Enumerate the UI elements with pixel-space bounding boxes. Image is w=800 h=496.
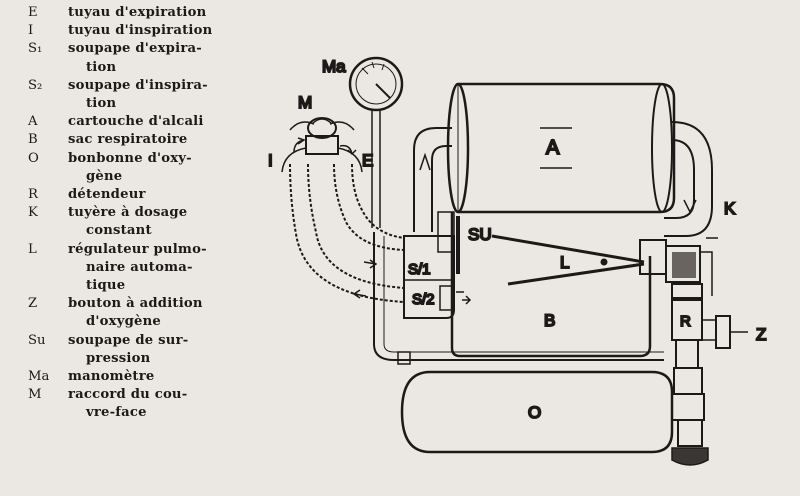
manometer: [348, 56, 664, 365]
legend-line: soupape d'expira-: [68, 41, 202, 57]
mask-connector: [281, 117, 363, 173]
legend-key: L: [28, 241, 37, 257]
legend-description: sac respiratoire: [68, 131, 260, 149]
legend-description: cartouche d'alcali: [68, 113, 260, 131]
legend-line: raccord du cou-: [68, 387, 188, 403]
legend-item: Ma manomètre: [28, 368, 260, 386]
legend-key: B: [28, 132, 38, 148]
label-SU: SU: [468, 225, 492, 244]
legend-description: soupape d'inspira-tion: [68, 77, 260, 113]
legend-key: Ma: [28, 369, 50, 385]
label-E: E: [362, 151, 373, 170]
legend-line: manomètre: [68, 369, 155, 385]
legend-line: soupape d'inspira-: [68, 77, 208, 93]
legend-description: bouton à addition d'oxygène: [68, 295, 260, 331]
pressure-reducer: [671, 283, 748, 466]
corrugated-tube-expiration: [333, 163, 405, 251]
legend-line: naire automa-: [86, 259, 193, 275]
legend-line: constant: [86, 223, 152, 239]
label-O: O: [528, 403, 541, 422]
legend-description: manomètre: [68, 368, 260, 386]
legend-line: détendeur: [68, 187, 146, 203]
legend-item: Su soupape de sur-pression: [28, 332, 260, 368]
legend-key: S₁: [28, 41, 43, 57]
legend-line: tuyau d'inspiration: [68, 23, 213, 39]
legend-line: d'oxygène: [86, 314, 161, 330]
label-B: B: [544, 311, 555, 330]
label-Z: Z: [756, 325, 766, 344]
corrugated-tube-inspiration: [289, 163, 405, 303]
legend-key: Su: [28, 332, 46, 348]
legend-line: cartouche d'alcali: [68, 114, 204, 130]
legend-line: bonbonne d'oxy-: [68, 150, 192, 166]
legend-line: tuyère à dosage: [68, 205, 188, 221]
alkali-cartridge: [446, 82, 676, 214]
flow-arrows: [293, 137, 378, 299]
legend-description: tuyère à dosage constant: [68, 204, 260, 240]
legend-key: I: [28, 23, 34, 39]
legend-key: M: [28, 387, 42, 403]
legend-line: bouton à addition: [68, 296, 203, 312]
legend-line: soupape de sur-: [68, 332, 189, 348]
legend-line: vre-face: [86, 405, 147, 421]
breathing-bag: [450, 212, 652, 358]
tube-to-cartridge: [413, 127, 452, 232]
legend-description: raccord du cou-vre-face: [68, 386, 260, 422]
label-M: M: [298, 93, 312, 112]
legend-key: E: [28, 5, 38, 20]
label-A: A: [546, 137, 560, 159]
label-S2: S/2: [412, 291, 435, 308]
label-I: I: [268, 151, 273, 170]
legend-key: O: [28, 150, 39, 166]
valve-block: [403, 211, 472, 319]
legend-item: S₁ soupape d'expira-tion: [28, 40, 260, 76]
label-Ma: Ma: [322, 57, 346, 76]
legend-line: régulateur pulmo-: [68, 241, 207, 257]
legend-key: Z: [28, 296, 38, 312]
legend-line: tion: [86, 96, 117, 112]
tube-to-dosing-nozzle: [664, 121, 713, 237]
label-R: R: [680, 313, 691, 330]
legend-key: A: [28, 114, 38, 130]
legend-description: tuyau d'inspiration: [68, 22, 260, 40]
legend-line: tique: [86, 278, 126, 294]
legend-line: pression: [86, 350, 151, 366]
legend-item: S₂ soupape d'inspira-tion: [28, 77, 260, 113]
label-L: L: [560, 253, 569, 272]
legend-description: bonbonne d'oxy-gène: [68, 150, 260, 186]
oxygen-cylinder: [400, 370, 674, 454]
legend-line: sac respiratoire: [68, 132, 188, 148]
legend-description: soupape d'expira-tion: [68, 40, 260, 76]
legend-key: R: [28, 187, 38, 203]
legend-line: tuyau d'expiration: [68, 5, 207, 20]
pulmonary-regulator: [491, 234, 718, 296]
label-S1: S/1: [408, 261, 431, 278]
legend-line: gène: [86, 168, 123, 184]
legend-description: soupape de sur-pression: [68, 332, 260, 368]
legend-description: régulateur pulmo-naire automa-tique: [68, 241, 260, 296]
legend-key: K: [28, 205, 38, 221]
legend-description: tuyau d'expiration: [68, 4, 260, 22]
legend-description: détendeur: [68, 186, 260, 204]
legend-line: tion: [86, 59, 117, 75]
legend-key: S₂: [28, 77, 43, 93]
label-K: K: [724, 199, 736, 218]
